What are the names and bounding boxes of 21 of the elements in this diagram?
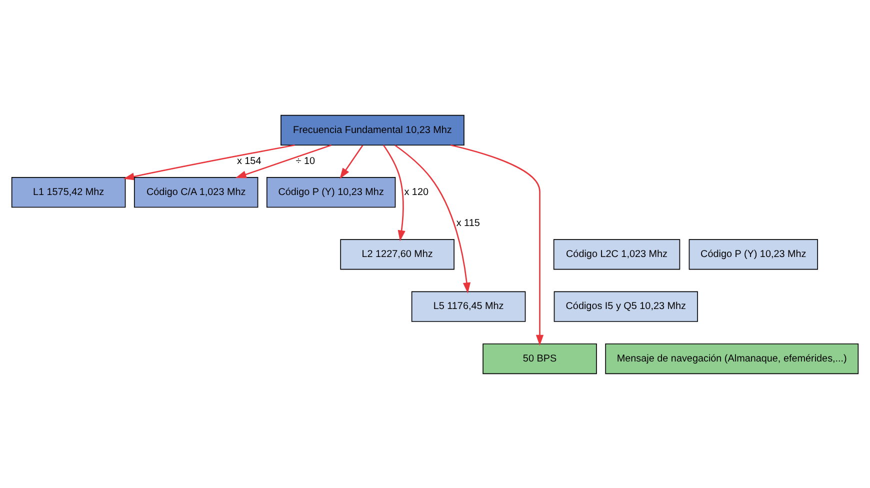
node-box: Mensaje de navegación (Almanaque, efemérides,...) <box>605 342 859 374</box>
node-box: L1 1575,42 Mhz <box>11 176 126 208</box>
node-box: Código P (Y) 10,23 Mhz <box>266 176 396 208</box>
arrow <box>235 144 332 178</box>
edge-label: x 115 <box>456 217 480 228</box>
node-box: Código C/A 1,023 Mhz <box>134 176 258 208</box>
node-box: Códigos I5 y Q5 10,23 Mhz <box>554 290 698 322</box>
node-box: L5 1176,45 Mhz <box>411 290 526 322</box>
arrow <box>450 144 544 346</box>
node-box: 50 BPS <box>482 342 597 374</box>
node-box: Código P (Y) 10,23 Mhz <box>688 238 818 270</box>
arrow <box>123 144 295 180</box>
node-box: L2 1227,60 Mhz <box>340 238 454 270</box>
arrow <box>382 144 406 241</box>
arrow <box>394 144 471 294</box>
arrow <box>340 144 364 178</box>
edge-label: ÷ 10 <box>296 155 316 166</box>
node-box: Código L2C 1,023 Mhz <box>553 238 680 270</box>
node-box: Frecuencia Fundamental 10,23 Mhz <box>280 114 464 146</box>
edge-label: x 120 <box>404 186 429 198</box>
edge-label: x 154 <box>236 155 262 166</box>
